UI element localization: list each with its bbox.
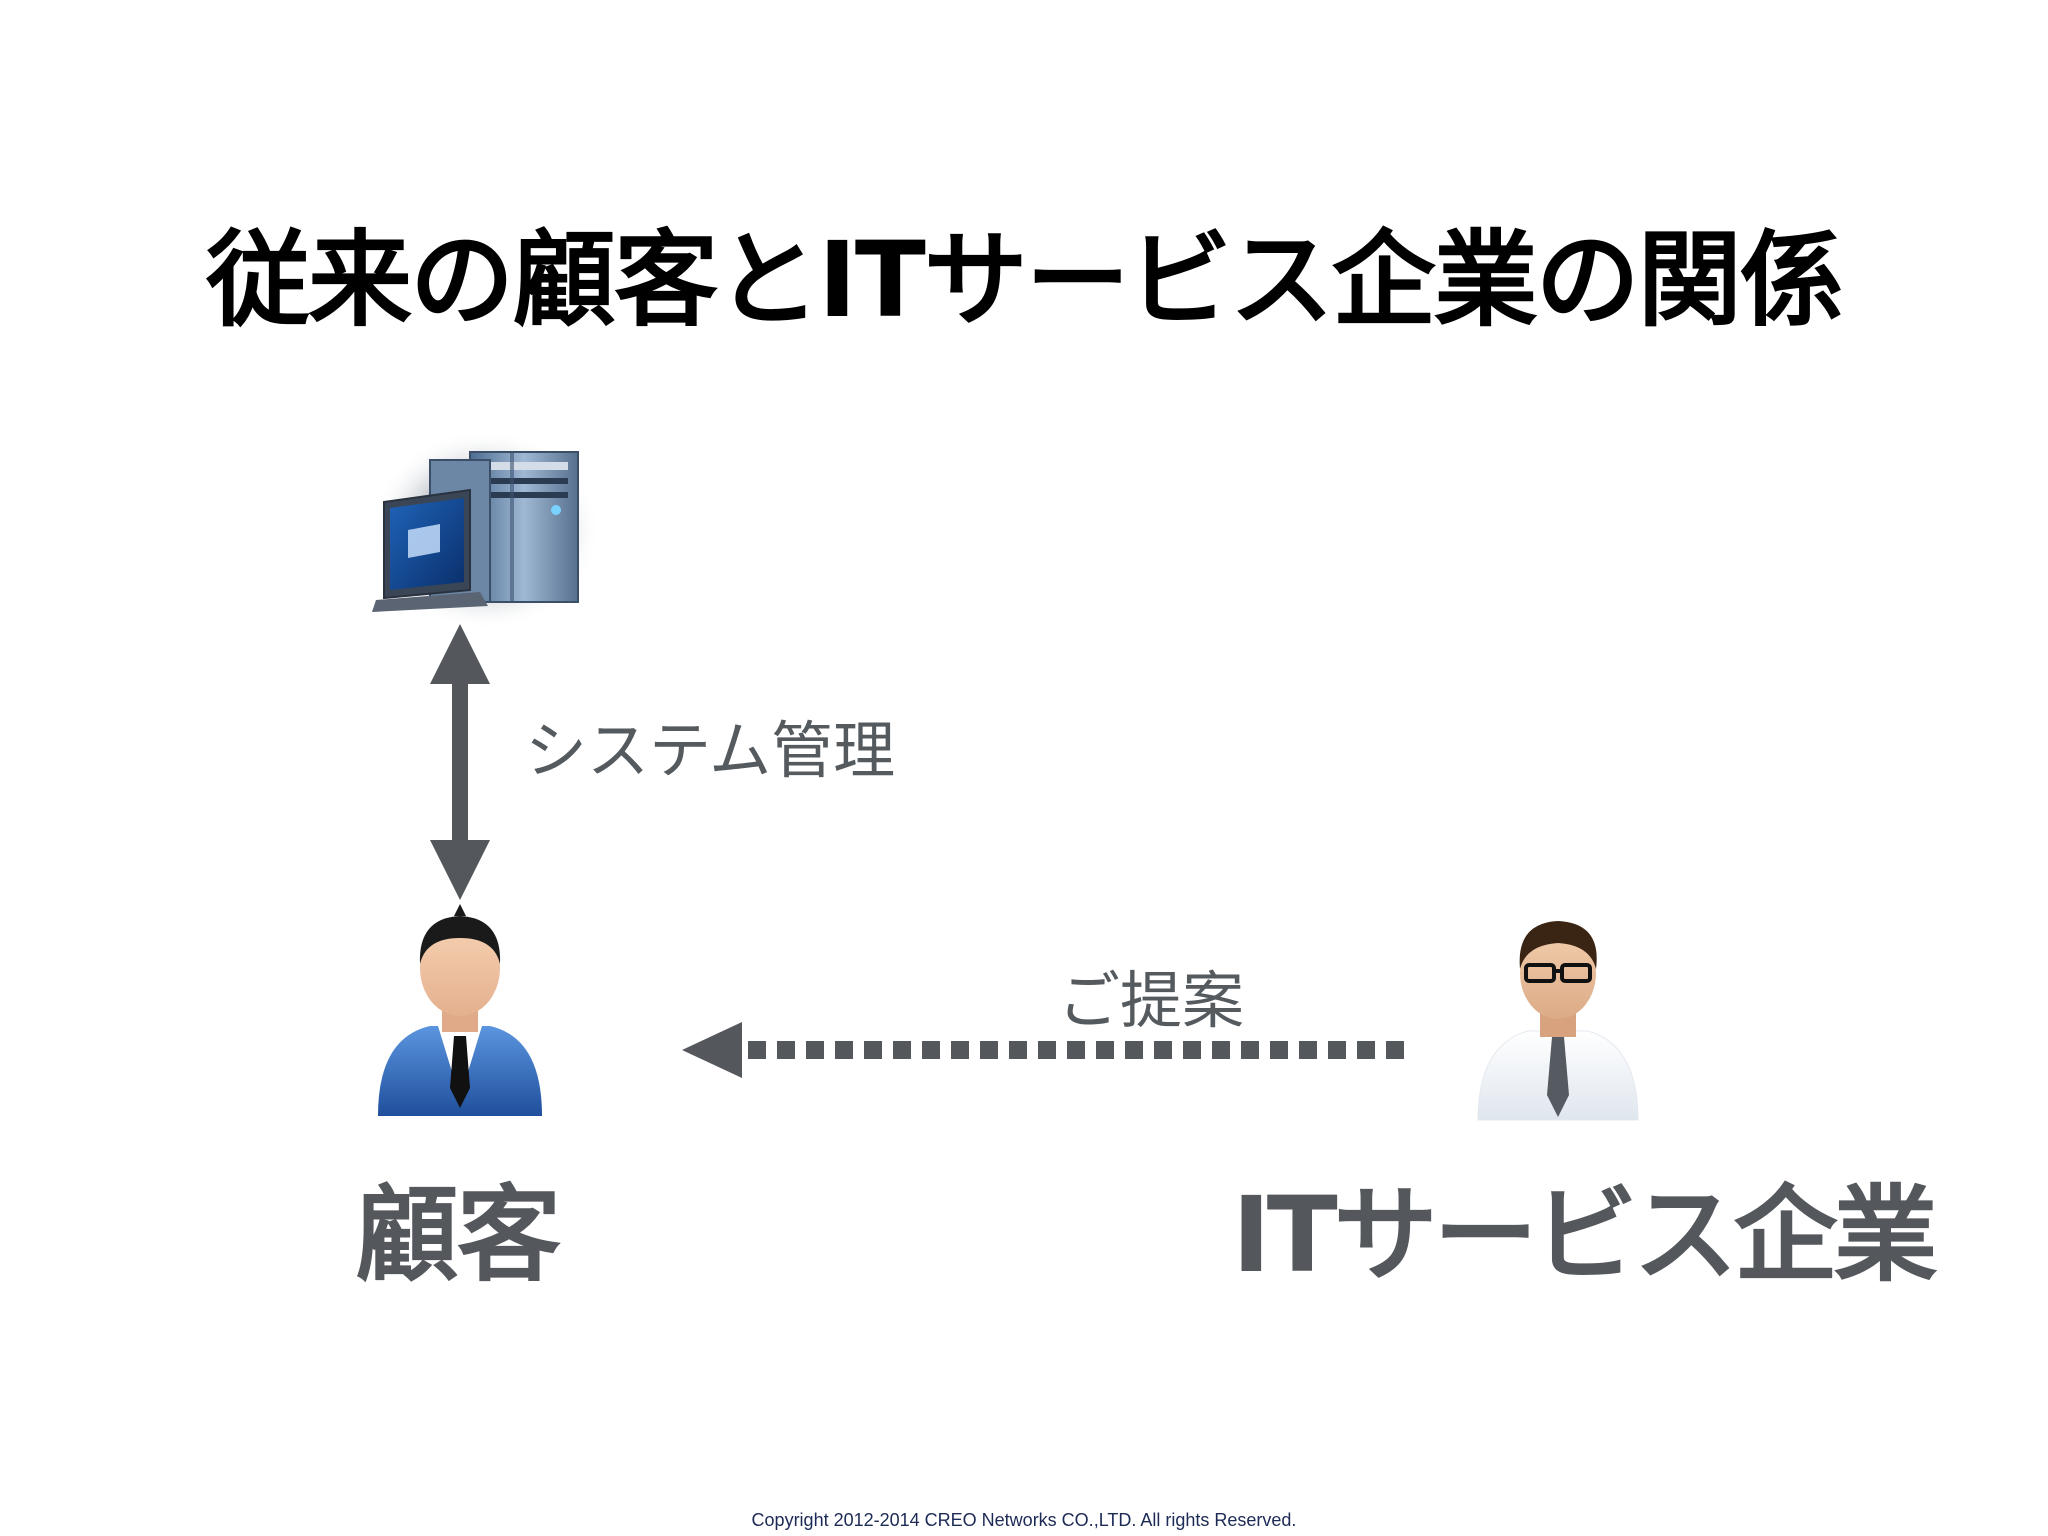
arrow-dash [1096, 1041, 1114, 1059]
businessman-blue-suit-icon [378, 904, 542, 1116]
proposal-arrow-dashes [748, 1041, 1404, 1059]
arrow-dash [893, 1041, 911, 1059]
arrow-dash [1038, 1041, 1056, 1059]
arrow-dash [951, 1041, 969, 1059]
arrow-dash [835, 1041, 853, 1059]
arrow-dash [748, 1041, 766, 1059]
arrow-dash [922, 1041, 940, 1059]
arrow-dash [980, 1041, 998, 1059]
customer-label: 顧客 [355, 1174, 561, 1296]
arrow-dash [1067, 1041, 1085, 1059]
businessman-white-shirt-glasses-icon [1477, 921, 1639, 1121]
proposal-arrow [682, 1022, 1404, 1078]
system-management-label: システム管理 [525, 714, 896, 787]
arrow-dash [1328, 1041, 1346, 1059]
system-management-arrow [430, 624, 490, 900]
copyright-footer: Copyright 2012-2014 CREO Networks CO.,LT… [751, 1510, 1297, 1530]
arrow-dash [1009, 1041, 1027, 1059]
arrow-dash [1154, 1041, 1172, 1059]
proposal-label: ご提案 [1058, 964, 1245, 1037]
arrow-dash [1270, 1041, 1288, 1059]
arrow-dash [1386, 1041, 1404, 1059]
arrow-dash [777, 1041, 795, 1059]
arrow-dash [1212, 1041, 1230, 1059]
slide-title: 従来の顧客とITサービス企業の関係 [206, 219, 1844, 341]
arrow-dash [1183, 1041, 1201, 1059]
arrow-dash [1241, 1041, 1259, 1059]
arrow-dash [1299, 1041, 1317, 1059]
arrow-dash [864, 1041, 882, 1059]
arrow-dash [1357, 1041, 1375, 1059]
arrow-dash [806, 1041, 824, 1059]
it-service-company-label: ITサービス企業 [1232, 1174, 1938, 1296]
arrow-dash [1125, 1041, 1143, 1059]
server-computer-icon [370, 430, 600, 630]
